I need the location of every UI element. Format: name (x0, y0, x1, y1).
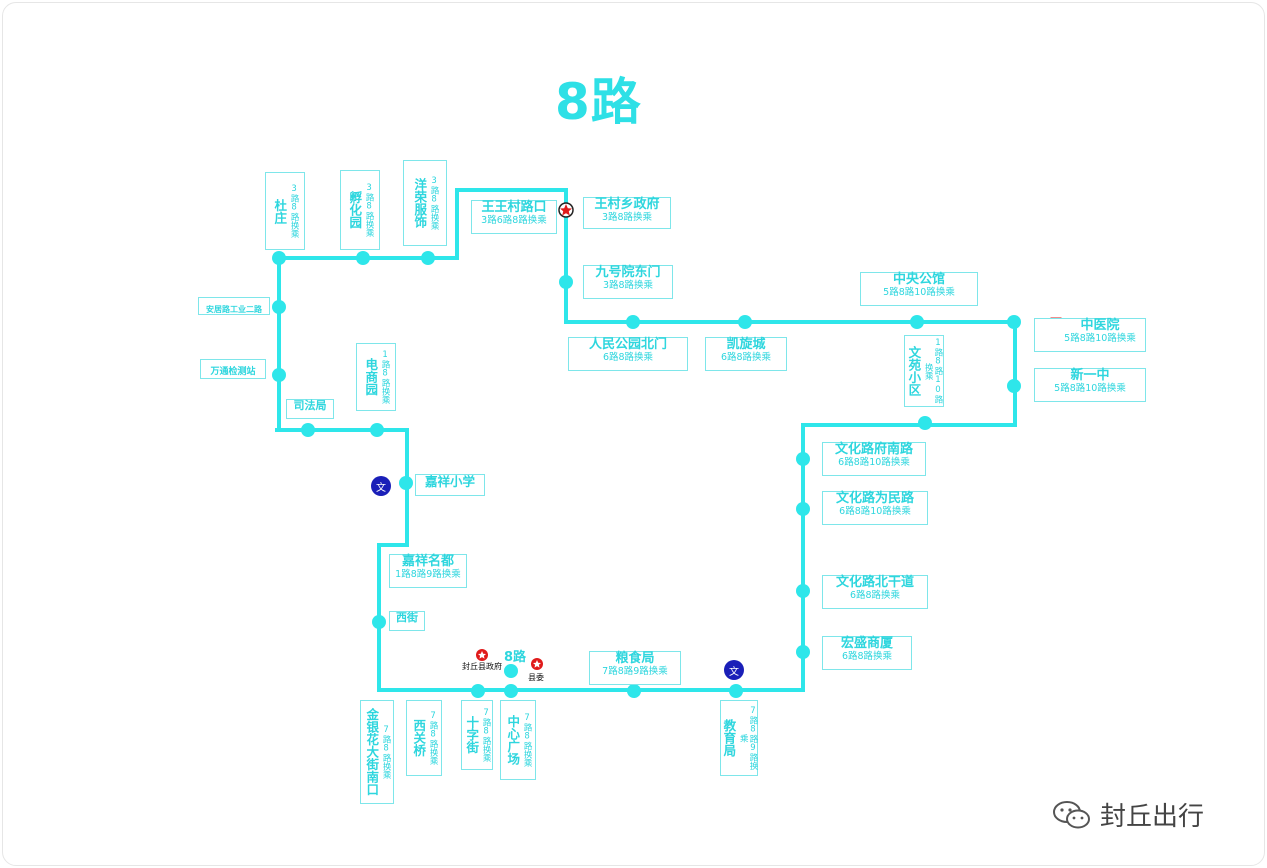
stop-dot-kaixuan (738, 315, 752, 329)
stop-dots (272, 251, 1021, 698)
stop-dot-jiaoyu (729, 684, 743, 698)
route-line (275, 188, 1017, 692)
stop-anju[interactable]: 安居路工业二路 (198, 297, 270, 315)
stop-dot-xijie (372, 615, 386, 629)
brand-name: 封丘出行 (1100, 802, 1205, 832)
stop-dot-hongsheng (796, 645, 810, 659)
route-title: 8路 (555, 73, 642, 131)
stop-kaixuan[interactable]: 凯旋城 6路8路换乘 (705, 337, 787, 371)
stop-yangrong[interactable]: 洋荣服饰 3路8路换乘 (403, 160, 447, 246)
stop-xinyizhong[interactable]: 新一中 5路8路10路换乘 (1034, 368, 1146, 402)
stop-duzhuang[interactable]: 杜庄 3路8路换乘 (265, 172, 305, 250)
stop-dot-anju (272, 300, 286, 314)
stop-dot-xinyizhong (1007, 379, 1021, 393)
wen-badge-label-1: 文 (376, 483, 386, 494)
stop-dot-wenyuan (918, 416, 932, 430)
stop-dot-sifa (301, 423, 315, 437)
stop-wantong[interactable]: 万通检测站 (200, 359, 266, 379)
stop-xijie[interactable]: 西街 (389, 611, 425, 631)
stop-dot-fuhuayuan (356, 251, 370, 265)
stop-jiaxiangmd[interactable]: 嘉祥名都 1路8路9路换乘 (389, 554, 467, 588)
stop-zhongyiyuan[interactable]: 中医院 5路8路10路换乘 (1034, 318, 1146, 352)
county-committee-label: 县委 (528, 673, 544, 682)
government-star-icon (476, 649, 543, 670)
stop-dot-jiuhaoyuan (559, 275, 573, 289)
stop-wenhua-fn[interactable]: 文化路府南路 6路8路10路换乘 (822, 442, 926, 476)
stop-zhongxin[interactable]: 中心广场 7路8路换乘 (500, 700, 536, 780)
stop-dot-renmin (626, 315, 640, 329)
stop-dot-yangrong (421, 251, 435, 265)
stop-renmin[interactable]: 人民公园北门 6路8路换乘 (568, 337, 688, 371)
stop-wangcunxiang[interactable]: 王村乡政府 3路8路换乘 (583, 197, 671, 229)
wen-badge-label-2: 文 (729, 667, 739, 678)
stop-jiaoyu[interactable]: 教育局 7路8路9路换乘 (720, 700, 758, 776)
government-label: 封丘县政府 (462, 662, 502, 671)
stop-fuhuayuan[interactable]: 孵化园 3路8路换乘 (340, 170, 380, 250)
stop-wenhua-bg[interactable]: 文化路北干道 6路8路换乘 (822, 575, 928, 609)
stop-dot-route-tag (504, 664, 518, 678)
stop-dot-wenhua-wm (796, 502, 810, 516)
brand: 封丘出行 (1052, 796, 1204, 833)
stop-dot-liangshi (627, 684, 641, 698)
stop-wenyuan[interactable]: 文苑小区 1路8路10路换乘 (904, 335, 944, 407)
stop-dot-dianshang (370, 423, 384, 437)
stop-dianshang[interactable]: 电商园 1路8路换乘 (356, 343, 396, 411)
stop-dot-wenhua-fn (796, 452, 810, 466)
stop-jinyin[interactable]: 金银花大街南口 7路8路换乘 (360, 700, 394, 804)
stop-sifa[interactable]: 司法局 (286, 399, 334, 419)
stop-dot-duzhuang (272, 251, 286, 265)
stop-xiguanqiao[interactable]: 西关桥 7路8路换乘 (406, 700, 442, 776)
stop-jiuhaoyuan[interactable]: 九号院东门 3路8路换乘 (583, 265, 673, 299)
wangcunxiang-star-icon (558, 202, 574, 218)
stop-dot-jiaxiangxx (399, 476, 413, 490)
stop-wangwangcun[interactable]: 王王村路口 3路6路8路换乘 (471, 200, 557, 234)
wechat-icon (1053, 800, 1090, 828)
stop-shizi[interactable]: 十字街 7路8路换乘 (461, 700, 493, 770)
stop-dot-zhongyang (910, 315, 924, 329)
stop-wenhua-wm[interactable]: 文化路为民路 6路8路10路换乘 (822, 491, 928, 525)
stop-jiaxiangxx[interactable]: 嘉祥小学 (415, 474, 485, 496)
stop-dot-zhongxin (504, 684, 518, 698)
stop-liangshi[interactable]: 粮食局 7路8路9路换乘 (589, 651, 681, 685)
stop-hongsheng[interactable]: 宏盛商厦 6路8路换乘 (822, 636, 912, 670)
wen-badge-icon (371, 476, 744, 680)
stop-dot-shizi (471, 684, 485, 698)
route-tag-label: 8路 (504, 650, 527, 665)
stop-dot-zhongyiyuan (1007, 315, 1021, 329)
stop-dot-wenhua-bg (796, 584, 810, 598)
stop-zhongyang[interactable]: 中央公馆 5路8路10路换乘 (860, 272, 978, 306)
stop-dot-wantong (272, 368, 286, 382)
